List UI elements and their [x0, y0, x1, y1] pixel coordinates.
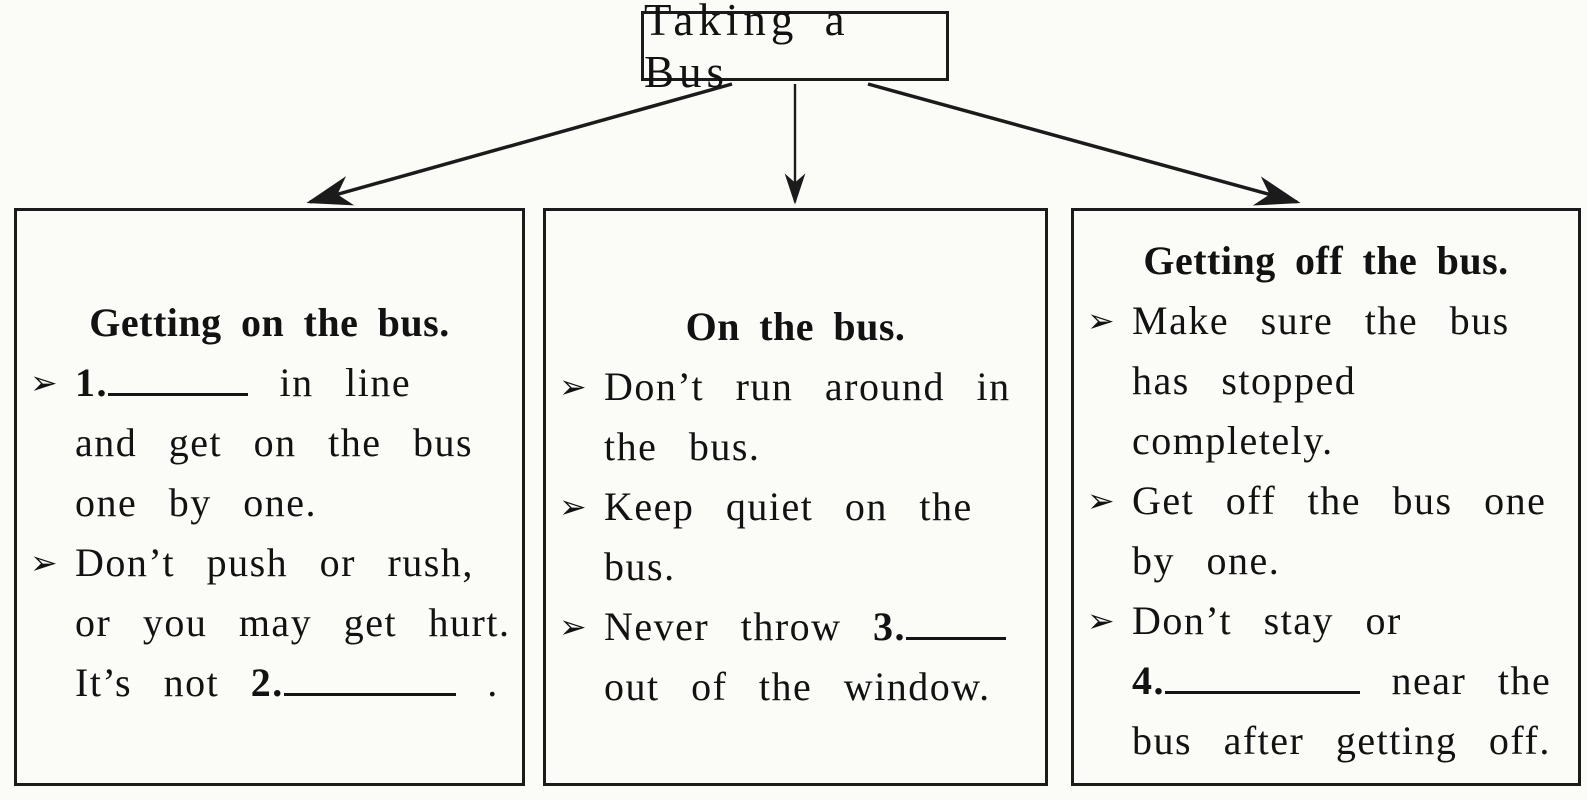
line-text: Don’t stay or	[1132, 598, 1402, 643]
list-item-line: It’s not 2. .	[17, 653, 522, 713]
list-item-line: ➢ Keep quiet on the	[546, 477, 1045, 537]
getting-off-the-bus-box: Getting off the bus. ➢ Make sure the bus…	[1071, 208, 1581, 786]
list-item-line: ➢ Never throw 3.	[546, 597, 1045, 657]
list-item-line: bus.	[546, 537, 1045, 597]
list-item-line: by one.	[1074, 531, 1578, 591]
list-item-line: and get on the bus	[17, 413, 522, 473]
arrow-bullet-icon: ➢	[559, 367, 587, 406]
list-item-line: completely.	[1074, 411, 1578, 471]
box-heading: On the bus.	[685, 304, 906, 349]
blank-number-2: 2.	[250, 660, 284, 705]
line-text: by one.	[1132, 538, 1281, 583]
line-text: Keep quiet on the	[604, 484, 973, 529]
getting-on-the-bus-box: Getting on the bus. ➢ 1. in line and get…	[14, 208, 525, 786]
list-item-line: has stopped	[1074, 351, 1578, 411]
line-text: Don’t run around in	[604, 364, 1011, 409]
list-item-line: bus after getting off.	[1074, 711, 1578, 771]
arrow-bullet-icon: ➢	[559, 607, 587, 646]
blank-number-4: 4.	[1132, 658, 1165, 703]
list-item-line: or you may get hurt.	[17, 593, 522, 653]
line-text: It’s not	[75, 660, 220, 705]
box-heading: Getting off the bus.	[1143, 238, 1509, 283]
arrow-to-right-box	[867, 82, 1301, 206]
line-text: and get on the bus	[75, 420, 474, 465]
line-text: one by one.	[75, 480, 318, 525]
line-text: near the	[1391, 658, 1552, 703]
line-text: the bus.	[604, 424, 761, 469]
line-text: Get off the bus one	[1132, 478, 1547, 523]
arrow-bullet-icon: ➢	[1087, 301, 1115, 340]
fill-in-blank-3	[906, 603, 1007, 640]
on-the-bus-box: On the bus. ➢ Don’t run around in the bu…	[543, 208, 1048, 786]
list-item-line: ➢ Don’t push or rush,	[17, 533, 522, 593]
list-item-line: 4. near the	[1074, 651, 1578, 711]
list-item-line: the bus.	[546, 417, 1045, 477]
arrow-bullet-icon: ➢	[30, 363, 58, 402]
arrow-bullet-icon: ➢	[1087, 601, 1115, 640]
line-text: bus after getting off.	[1132, 718, 1551, 763]
arrow-bullet-icon: ➢	[30, 543, 58, 582]
arrow-to-left-box	[306, 82, 733, 206]
line-text: bus.	[604, 544, 676, 589]
list-item-line: ➢ Don’t run around in	[546, 357, 1045, 417]
fill-in-blank-2	[283, 659, 456, 696]
line-text: .	[487, 660, 499, 705]
fill-in-blank-1	[108, 359, 248, 396]
list-item-line: ➢ 1. in line	[17, 353, 522, 413]
blank-number-3: 3.	[873, 604, 907, 649]
list-item-line: one by one.	[17, 473, 522, 533]
arrow-bullet-icon: ➢	[1087, 481, 1115, 520]
diagram-title: Taking a Bus	[644, 0, 850, 97]
list-item-line: ➢ Don’t stay or	[1074, 591, 1578, 651]
line-text: Don’t push or rush,	[75, 540, 474, 585]
list-item-line: ➢ Get off the bus one	[1074, 471, 1578, 531]
box-heading: Getting on the bus.	[89, 300, 450, 345]
line-text: or you may get hurt.	[75, 600, 511, 645]
list-item-line: ➢ Make sure the bus	[1074, 291, 1578, 351]
line-text: Make sure the bus	[1132, 298, 1510, 343]
arrow-bullet-icon: ➢	[559, 487, 587, 526]
title-box: Taking a Bus	[641, 0, 949, 97]
fill-in-blank-4	[1165, 657, 1360, 694]
line-text: has stopped	[1132, 358, 1357, 403]
line-text: in line	[279, 360, 412, 405]
line-text: out of the window.	[604, 664, 991, 709]
list-item-line: out of the window.	[546, 657, 1045, 717]
blank-number-1: 1.	[75, 360, 108, 405]
line-text: Never throw	[604, 604, 842, 649]
line-text: completely.	[1132, 418, 1334, 463]
